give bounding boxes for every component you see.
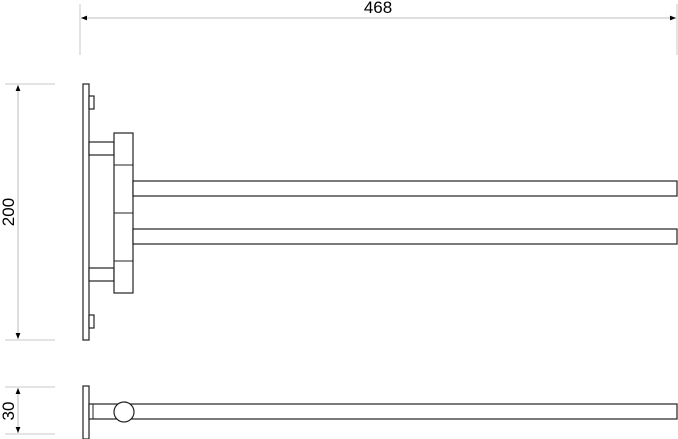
mounting-tab (88, 314, 95, 329)
top-view (82, 385, 678, 439)
depth-dimension: 30 (0, 386, 55, 435)
width-label: 468 (364, 0, 392, 17)
connector-arm (88, 141, 115, 156)
connector-arm (88, 267, 115, 282)
height-label: 200 (0, 198, 18, 226)
towel-bar (88, 403, 678, 420)
depth-label: 30 (0, 402, 18, 421)
mounting-tab (88, 95, 95, 110)
wall-plate (82, 83, 90, 341)
front-view (82, 83, 678, 341)
towel-bar (132, 180, 678, 197)
pivot-hub (113, 401, 135, 423)
width-dimension: 468 (79, 0, 678, 55)
towel-bar (132, 228, 678, 245)
height-dimension: 200 (0, 83, 55, 341)
wall-plate (82, 385, 90, 439)
